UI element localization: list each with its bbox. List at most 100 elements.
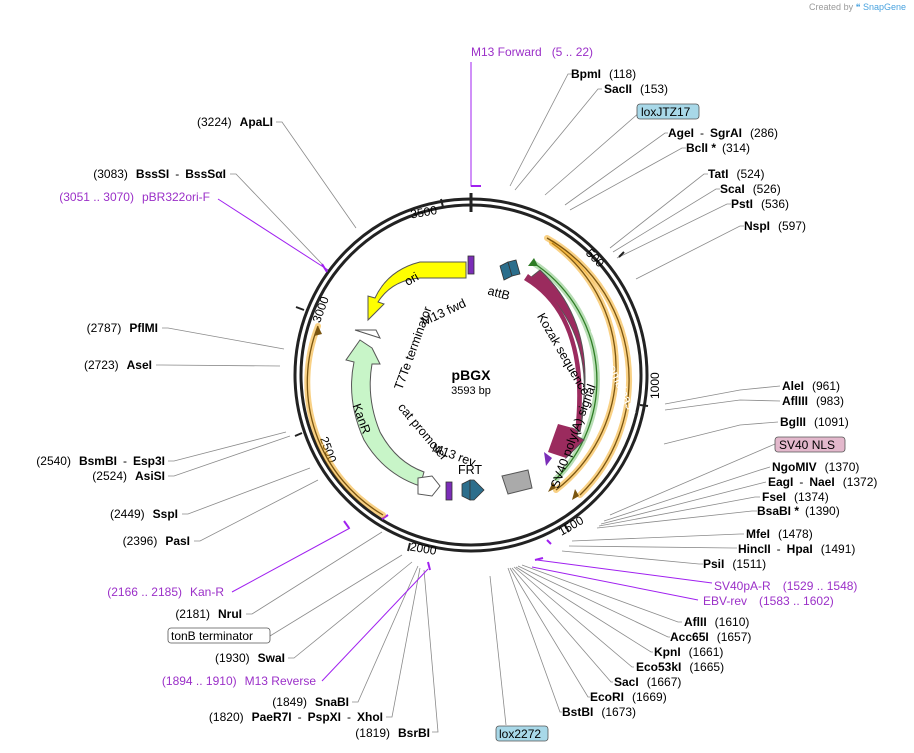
site-bsabi[interactable]: BsaBI *(1390) — [757, 504, 840, 518]
site-pos: (1930) — [215, 651, 250, 665]
site-afliii[interactable]: AflIII(983) — [782, 394, 844, 408]
ori-label: ori — [402, 270, 421, 289]
site-name: AleI — [782, 379, 804, 393]
primer-kan-r[interactable]: (2166 .. 2185)Kan-R — [107, 585, 224, 599]
site-name: BstBI — [562, 705, 593, 719]
site-pos: (118) — [609, 67, 636, 81]
cat-promoter-arrow — [417, 475, 441, 497]
site-pos: (597) — [778, 219, 806, 233]
site-eagi-naei[interactable]: EagI-NaeI(1372) — [768, 475, 877, 489]
site-pos: (1669) — [632, 690, 667, 704]
site-bcli[interactable]: BclI *(314) — [686, 141, 750, 155]
site-bglii[interactable]: BglII (1091) — [780, 415, 849, 429]
tonb-label: tonB terminator — [171, 629, 253, 643]
site-name: NruI — [218, 607, 242, 621]
site-asei[interactable]: (2723)AseI — [84, 358, 152, 372]
site-pflmi[interactable]: (2787)PflMI — [87, 321, 158, 335]
site-mfei[interactable]: MfeI(1478) — [746, 527, 813, 541]
site-pos: (2787) — [87, 321, 122, 335]
primer-ebv-rev[interactable]: EBV-rev(1583 .. 1602) — [703, 594, 834, 608]
created-by-text: Created by — [809, 2, 854, 12]
site-psti[interactable]: PstI(536) — [731, 197, 789, 211]
site-name: PasI — [165, 534, 190, 548]
site-nrui[interactable]: (2181)NruI — [175, 607, 242, 621]
site-swai[interactable]: (1930)SwaI — [215, 651, 285, 665]
frt-label: FRT — [458, 463, 482, 477]
site-name3: XhoI — [357, 710, 383, 724]
site-paer7i-pspxi-xhoi[interactable]: (1820)PaeR7I-PspXI-XhoI — [209, 710, 383, 724]
site-eco53ki[interactable]: Eco53kI(1665) — [636, 660, 724, 674]
site-pasi[interactable]: (2396)PasI — [123, 534, 190, 548]
site-hincii-hpai[interactable]: HincII-HpaI(1491) — [738, 542, 855, 556]
site-kpni[interactable]: KpnI(1661) — [654, 645, 723, 659]
right-sites: BpmI(118) SacII(153) AgeI-SgrAI(286) Bcl… — [562, 67, 877, 719]
box-loxjtz17[interactable]: loxJTZ17 — [636, 103, 700, 120]
attb-marker-2 — [507, 259, 521, 277]
m13fwd-marker — [467, 255, 475, 275]
site-pos: (314) — [722, 141, 750, 155]
site-pos: (286) — [750, 126, 778, 140]
site-name: ScaI — [720, 182, 745, 196]
site-fsei[interactable]: FseI(1374) — [762, 490, 829, 504]
site-snabi[interactable]: (1849) SnaBI — [272, 695, 349, 709]
box-lox2272[interactable]: lox2272 — [495, 725, 549, 742]
site-acc65i[interactable]: Acc65I(1657) — [670, 630, 751, 644]
box-tonb-terminator[interactable]: tonB terminator — [167, 627, 271, 644]
primer-m13-forward[interactable]: M13 Forward(5 .. 22) — [471, 45, 593, 59]
site-sspi[interactable]: (2449)SspI — [110, 507, 178, 521]
site-name: Acc65I — [670, 630, 709, 644]
site-scai[interactable]: ScaI (526) — [720, 182, 781, 196]
t7te-terminator-marker — [354, 329, 381, 339]
site-aflii[interactable]: AflII(1610) — [684, 615, 749, 629]
site-ecori[interactable]: EcoRI(1669) — [590, 690, 667, 704]
site-nspi[interactable]: NspI(597) — [744, 219, 806, 233]
site-pos: (1091) — [814, 415, 849, 429]
site-bstbi[interactable]: BstBI(1673) — [562, 705, 636, 719]
site-apali[interactable]: (3224)ApaLI — [197, 115, 273, 129]
site-name: SspI — [153, 507, 178, 521]
site-sep2: - — [347, 710, 351, 724]
site-saci[interactable]: SacI(1667) — [614, 675, 681, 689]
site-bsrbi[interactable]: (1819)BsrBI — [355, 726, 430, 740]
site-name: AgeI — [668, 126, 694, 140]
site-asisi[interactable]: (2524)AsiSI — [92, 469, 165, 483]
primer-range: (3051 .. 3070) — [59, 190, 134, 204]
site-pos: (526) — [753, 182, 781, 196]
site-bsssi-bsssai[interactable]: (3083)BssSI-BssSαI — [93, 167, 226, 181]
site-name: NgoMIV — [772, 460, 817, 474]
site-pos: (1511) — [732, 557, 766, 571]
site-bsmbi-esp3i[interactable]: (2540)BsmBI-Esp3I — [36, 454, 165, 468]
site-psii[interactable]: PsiI(1511) — [703, 557, 766, 571]
site-agei-sgrai[interactable]: AgeI-SgrAI(286) — [668, 126, 778, 140]
ori-arrow — [367, 261, 467, 322]
left-leader-lines — [156, 121, 439, 733]
site-pos: (1661) — [689, 645, 724, 659]
site-name2: HpaI — [787, 542, 813, 556]
outer-feature-arcs — [304, 235, 632, 518]
site-alei[interactable]: AleI (961) — [782, 379, 840, 393]
site-sacii[interactable]: SacII(153) — [604, 82, 668, 96]
site-pos: (1370) — [825, 460, 860, 474]
site-name: AflII — [684, 615, 707, 629]
site-pos: (1820) — [209, 710, 244, 724]
site-tati[interactable]: TatI(524) — [708, 167, 764, 181]
primer-m13-reverse[interactable]: (1894 .. 1910)M13 Reverse — [162, 674, 316, 688]
site-pos: (1665) — [689, 660, 724, 674]
sv40-nls-marker — [544, 452, 552, 466]
primer-markers — [321, 185, 552, 571]
primer-sv40pa-r[interactable]: SV40pA-R(1529 .. 1548) — [714, 579, 857, 593]
site-name: SnaBI — [315, 695, 349, 709]
site-ngomiv[interactable]: NgoMIV (1370) — [772, 460, 859, 474]
site-pos: (1491) — [821, 542, 856, 556]
site-bpmi[interactable]: BpmI(118) — [571, 67, 636, 81]
box-sv40-nls[interactable]: SV40 NLS — [774, 436, 846, 453]
site-name: BglII — [780, 415, 806, 429]
site-name: AsiSI — [135, 469, 165, 483]
site-pos: (1849) — [272, 695, 307, 709]
primer-pbr322ori-f[interactable]: (3051 .. 3070) pBR322ori-F — [59, 190, 210, 204]
primer-name: pBR322ori-F — [142, 190, 210, 204]
site-pos: (2540) — [36, 454, 71, 468]
site-pos: (961) — [812, 379, 840, 393]
site-pos: (3083) — [93, 167, 128, 181]
site-name: BsrBI — [398, 726, 430, 740]
